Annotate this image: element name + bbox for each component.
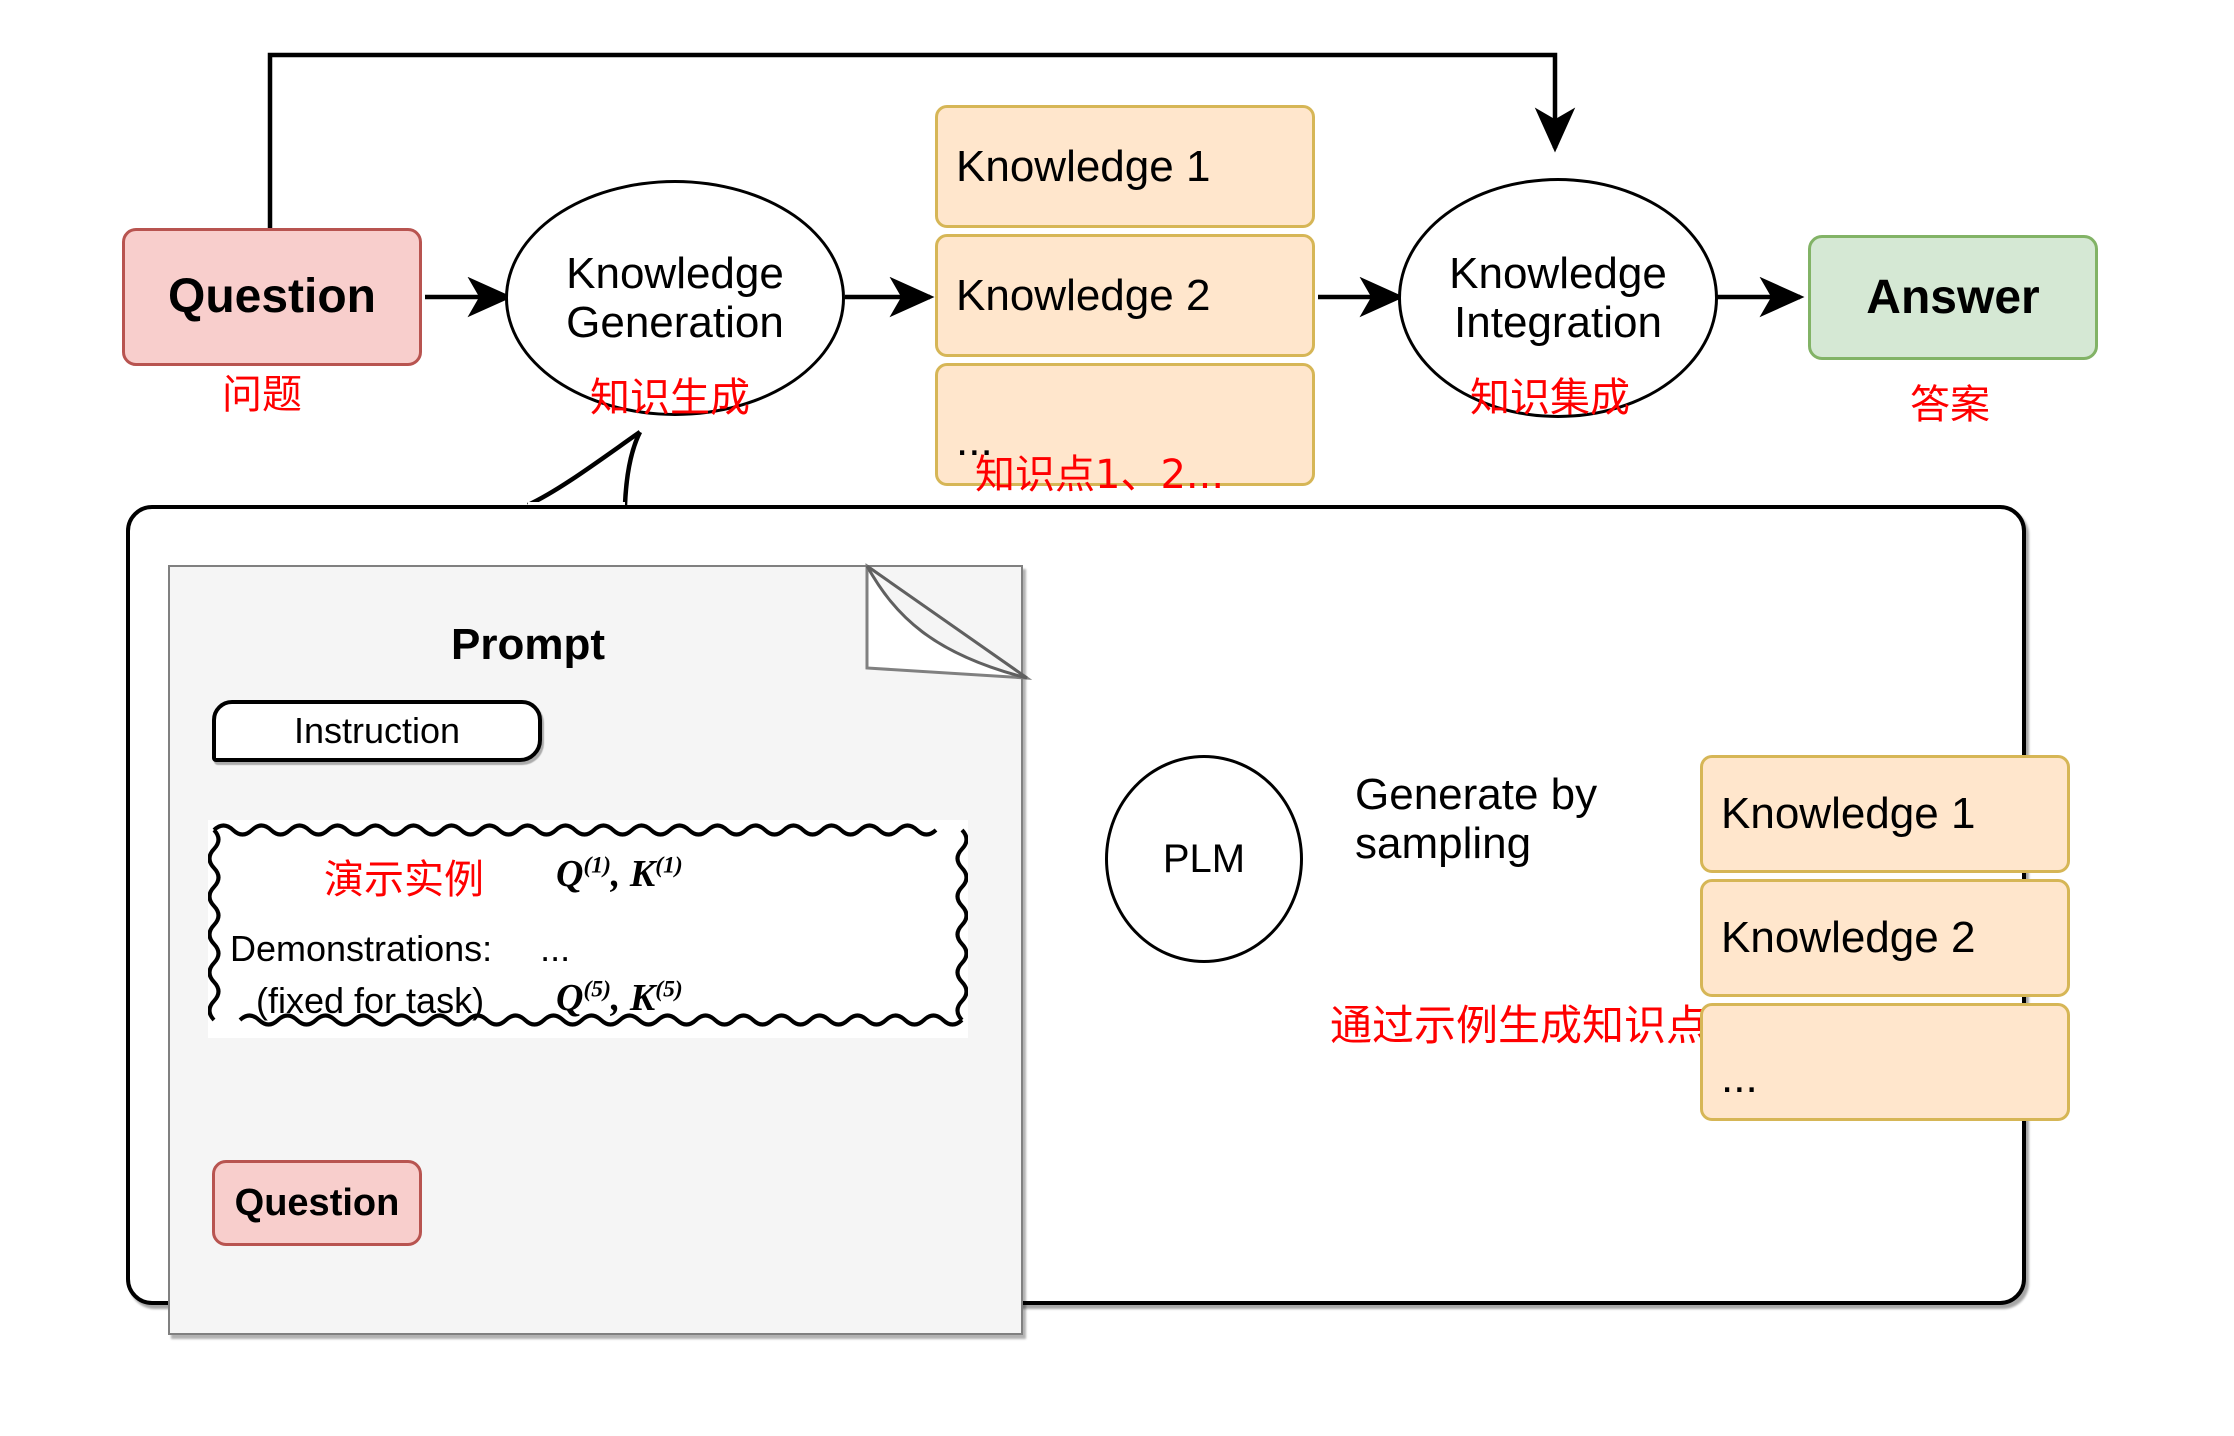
prompt-question-label: Question: [234, 1181, 400, 1224]
knowledge-item-1-label: Knowledge 1: [956, 141, 1211, 191]
generate-by-sampling-label: Generate by sampling: [1355, 770, 1597, 869]
detail-knowledge-item-ellipsis-label: ...: [1721, 1052, 1758, 1102]
plm-label: PLM: [1162, 836, 1246, 881]
demonstrations-line-label: Demonstrations: ...: [230, 928, 570, 970]
prompt-question-node[interactable]: Question: [212, 1160, 422, 1246]
generate-label-line2: sampling: [1355, 819, 1532, 869]
answer-cn-annotation: 答案: [1910, 382, 1990, 428]
knowledge-item-ellipsis-label: ...: [956, 415, 993, 465]
demonstration-example-last: Q(5), K(5): [556, 976, 683, 1019]
prompt-title: Prompt: [451, 620, 605, 669]
answer-node[interactable]: Answer: [1808, 235, 2098, 360]
demonstration-example-first: Q(1), K(1): [556, 852, 683, 895]
knowledge-item-1[interactable]: Knowledge 1: [935, 105, 1315, 228]
detail-knowledge-item-2-label: Knowledge 2: [1721, 913, 1976, 963]
demonstrations-box: 演示实例 Q(1), K(1) Demonstrations: ... (fix…: [208, 820, 968, 1038]
generate-label-line1: Generate by: [1355, 770, 1598, 819]
question-label: Question: [167, 270, 376, 324]
detail-knowledge-item-2[interactable]: Knowledge 2: [1700, 879, 2070, 997]
knowledge-generation-line2: Generation: [566, 298, 784, 347]
detail-knowledge-item-1[interactable]: Knowledge 1: [1700, 755, 2070, 873]
detail-knowledge-item-ellipsis[interactable]: ...: [1700, 1003, 2070, 1121]
detail-knowledge-item-1-label: Knowledge 1: [1721, 789, 1976, 839]
knowledge-list-cn-annotation: 知识点1、2...: [975, 452, 1225, 498]
knowledge-item-ellipsis[interactable]: ...: [935, 363, 1315, 486]
knowledge-item-2-label: Knowledge 2: [956, 270, 1211, 320]
answer-label: Answer: [1866, 270, 2040, 324]
knowledge-generation-line1: Knowledge: [566, 248, 784, 298]
prompt-folded-corner: [865, 563, 1033, 680]
question-node[interactable]: Question: [122, 228, 422, 366]
instruction-chip[interactable]: Instruction: [212, 700, 542, 762]
knowledge-integration-line1: Knowledge: [1449, 248, 1667, 298]
demonstrations-fixed-text: (fixed for task): [256, 980, 485, 1021]
demonstrations-label-text: Demonstrations:: [230, 928, 493, 969]
demonstrations-cn-annotation: 演示实例: [324, 857, 484, 903]
demonstrations-ellipsis-text: ...: [540, 928, 571, 969]
question-cn-annotation: 问题: [222, 372, 302, 418]
plm-node[interactable]: PLM: [1105, 755, 1303, 963]
knowledge-item-2[interactable]: Knowledge 2: [935, 234, 1315, 357]
knowledge-generation-node[interactable]: Knowledge Generation: [505, 180, 845, 416]
wavy-border: [208, 823, 968, 1027]
instruction-label: Instruction: [293, 710, 461, 751]
knowledge-integration-node[interactable]: Knowledge Integration: [1398, 178, 1718, 418]
demonstrations-line-fixed: (fixed for task): [256, 980, 484, 1022]
knowledge-generation-cn-annotation: 知识生成: [590, 375, 750, 421]
knowledge-integration-line2: Integration: [1454, 298, 1662, 347]
generate-cn-annotation: 通过示例生成知识点: [1330, 1001, 1709, 1050]
knowledge-integration-cn-annotation: 知识集成: [1470, 375, 1630, 421]
